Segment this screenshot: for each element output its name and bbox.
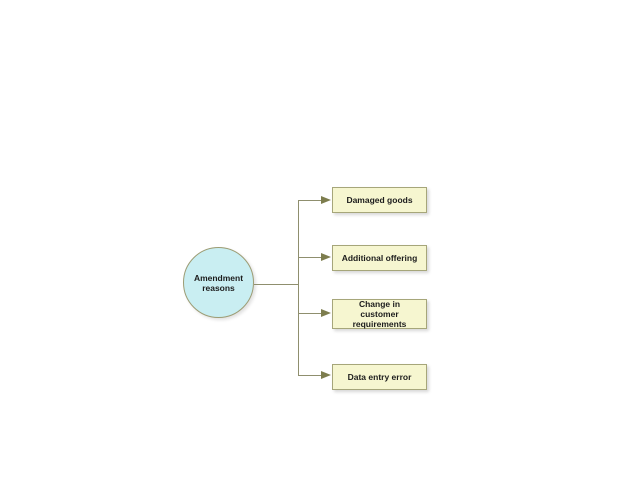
node-label: Additional offering (341, 253, 418, 263)
arrowhead-right-icon (321, 371, 331, 379)
connector-branch-line (298, 200, 322, 201)
center-node-label: Amendment reasons (193, 272, 244, 293)
diagram-node-data-entry-error: Data entry error (332, 364, 427, 390)
node-label: Damaged goods (346, 195, 413, 205)
arrowhead-right-icon (321, 196, 331, 204)
connector-stem-line (254, 284, 298, 285)
diagram-node-damaged-goods: Damaged goods (332, 187, 427, 213)
connector-branch-line (298, 313, 322, 314)
node-label: Change in customer requirements (352, 299, 407, 329)
connector-branch-line (298, 375, 322, 376)
arrowhead-right-icon (321, 253, 331, 261)
diagram-node-change-in-customer-requirements: Change in customer requirements (332, 299, 427, 329)
connector-trunk-line (298, 200, 299, 376)
connector-branch-line (298, 257, 322, 258)
diagram-center-node-amendment-reasons: Amendment reasons (183, 247, 254, 318)
arrowhead-right-icon (321, 309, 331, 317)
diagram-node-additional-offering: Additional offering (332, 245, 427, 271)
node-label: Data entry error (347, 372, 412, 382)
